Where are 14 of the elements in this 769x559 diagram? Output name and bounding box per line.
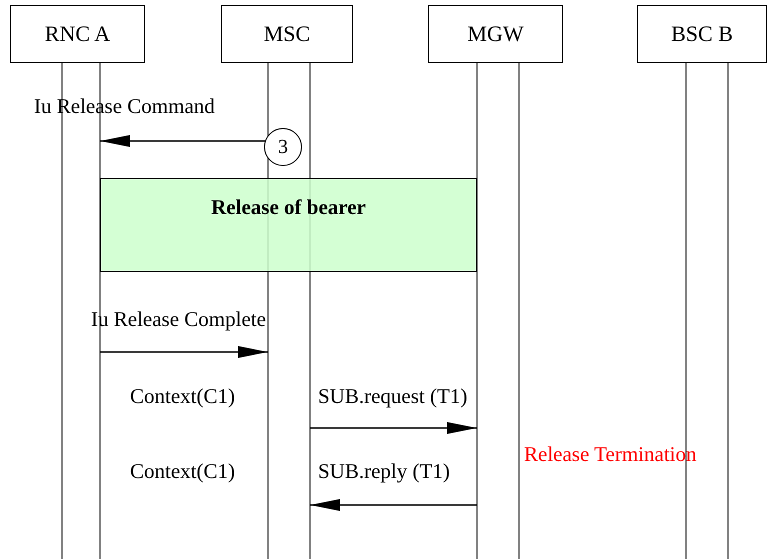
message-label: SUB.reply (T1) (318, 461, 450, 482)
participant-box: MGW (428, 5, 563, 63)
context-label: Context(C1) (130, 461, 235, 482)
participant-box: RNC A (10, 5, 145, 63)
context-label: Context(C1) (130, 386, 235, 407)
participant-box: BSC B (637, 5, 767, 63)
message-arrow (100, 346, 268, 358)
message-arrow (310, 422, 477, 434)
participant-box: MSC (221, 5, 353, 63)
message-arrow (310, 499, 477, 511)
message-label: SUB.request (T1) (318, 386, 468, 407)
activity-box: Release of bearer (100, 178, 477, 272)
message-arrow (100, 135, 265, 147)
step-number-circle: 3 (264, 128, 302, 166)
